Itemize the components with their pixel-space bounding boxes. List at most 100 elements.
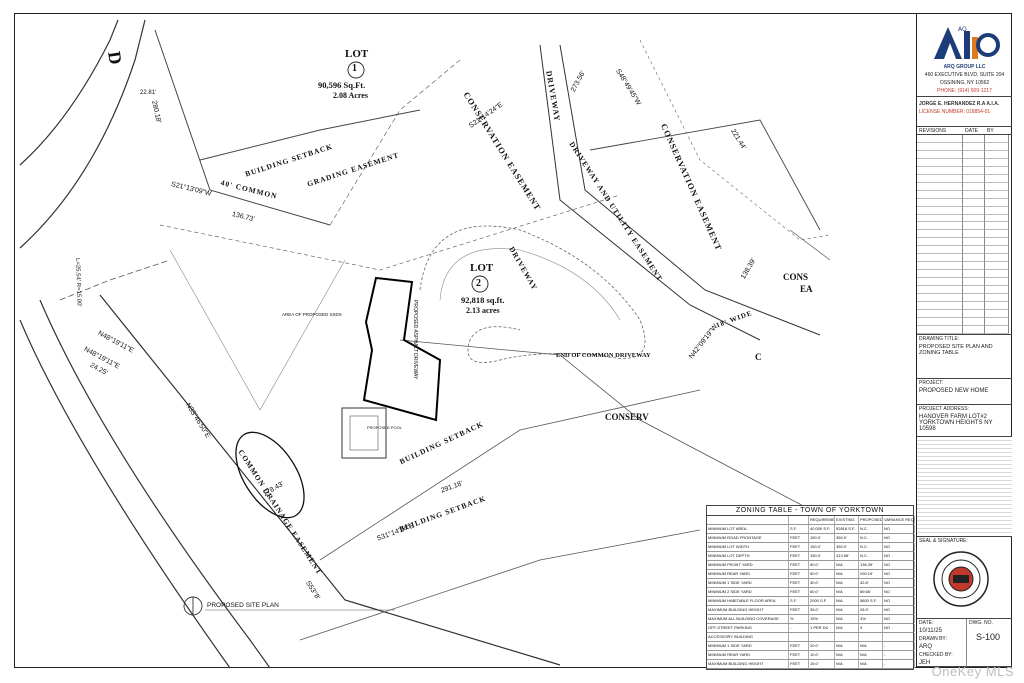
lot1-area-acres: 2.08 Acres — [333, 91, 368, 100]
proposed-pool — [341, 407, 387, 459]
zoning-cell: ACCESSORY BUILDING — [707, 633, 789, 641]
zoning-cell: 92818 S.F. — [835, 525, 859, 533]
revision-cell — [917, 286, 963, 295]
distance-label: 22.81' — [140, 90, 157, 96]
zoning-cell: MINIMUM LOT DEPTH — [707, 552, 789, 560]
zoning-cell: OFF-STREET PARKING — [707, 624, 789, 632]
zoning-cell: 40,000 S.F. — [809, 525, 835, 533]
zoning-cell: N/A — [859, 660, 883, 668]
project-address-box: PROJECT ADDRESS: HANOVER FARM LOT#2 YORK… — [917, 405, 1012, 437]
firm-logo-icon: AQ — [933, 26, 1000, 59]
zoning-cell: FEET — [789, 651, 809, 659]
revision-cell — [917, 206, 963, 215]
lot1-number-circle — [347, 61, 365, 79]
revision-cell — [985, 278, 1009, 287]
revision-cell — [917, 150, 963, 159]
zoning-cell: NO — [883, 561, 915, 569]
zoning-cell: - — [883, 651, 915, 659]
zoning-cell: 150.0' — [809, 534, 835, 542]
revision-cell — [985, 214, 1009, 223]
zoning-cell: N/A — [835, 651, 859, 659]
zoning-cell: 42.8' — [859, 579, 883, 587]
zoning-cell: N/A — [835, 642, 859, 650]
zoning-cell: N/A — [835, 588, 859, 596]
firm-logo-area: AQ ARQ GROUP LLC 460 EXECUTIVE BLVD, SUI… — [917, 13, 1012, 97]
proposed-house-footprint — [362, 276, 442, 422]
zoning-cell: N/A — [835, 561, 859, 569]
revision-cell — [963, 142, 985, 151]
revision-cell — [963, 135, 985, 143]
zoning-cell: 20.0' — [809, 642, 835, 650]
revision-cell — [985, 230, 1009, 239]
zoning-cell: 3 — [859, 624, 883, 632]
watermark: OneKey MLS — [931, 664, 1014, 679]
proposed-site-plan-caption: PROPOSED SITE PLAN — [207, 602, 279, 609]
zoning-cell: MINIMUM ROAD FRONTAGE — [707, 534, 789, 542]
revision-cell — [917, 294, 963, 303]
revision-cell — [917, 142, 963, 151]
zoning-cell: PROPOSED — [860, 516, 883, 524]
zoning-cell: FEET — [789, 606, 809, 614]
lot2-area-sqft: 92,818 sq.ft. — [461, 295, 505, 305]
zoning-cell: N.C. — [859, 534, 883, 542]
cons-fragment-label: CONS — [783, 272, 809, 282]
architect-seal-icon — [933, 551, 989, 607]
revision-cell — [917, 238, 963, 247]
zoning-cell: 50.0' — [809, 570, 835, 578]
drawing-number: S-100 — [975, 632, 1001, 642]
road-edge-line — [19, 319, 231, 669]
zoning-cell: EXISTING — [835, 516, 859, 524]
zoning-cell: 350.0' — [835, 543, 859, 551]
revision-cell — [917, 198, 963, 207]
zoning-cell: MINIMUM 1 SIDE YARD — [707, 579, 789, 587]
revision-cell — [963, 230, 985, 239]
zoning-cell: NO — [883, 588, 915, 596]
project-box: PROJECT: PROPOSED NEW HOME — [917, 379, 1012, 405]
zoning-cell: MINIMUM FRONT YARD — [707, 561, 789, 569]
revision-cell — [963, 222, 985, 231]
zoning-cell — [809, 633, 835, 641]
zoning-cell: S.F. — [789, 597, 809, 605]
setback-line — [159, 194, 621, 271]
revision-cell — [963, 270, 985, 279]
revision-cell — [963, 190, 985, 199]
zoning-cell: N/A — [835, 660, 859, 668]
zoning-cell: FEET — [789, 552, 809, 560]
zoning-cell: 15.0' — [809, 660, 835, 668]
property-line — [199, 109, 421, 161]
conservation-boundary-line — [589, 119, 821, 231]
zoning-table-body: REQUIREMENTSEXISTINGPROPOSEDVARIANCE REQ… — [707, 516, 915, 669]
zoning-row: ACCESSORY BUILDING — [707, 633, 915, 642]
zoning-cell: FEET — [789, 570, 809, 578]
revision-cell — [917, 222, 963, 231]
revision-cell — [963, 238, 985, 247]
ea-fragment-label: EA — [800, 284, 813, 294]
revision-cell — [917, 326, 963, 334]
end-of-common-driveway-label: END OF COMMON DRIVEWAY — [556, 352, 651, 359]
company-address-2: OSSINING, NY 10562 — [939, 80, 990, 86]
tree-line — [639, 39, 831, 241]
lot1-number: 1 — [352, 63, 357, 74]
revision-cell — [963, 310, 985, 319]
proposed-driveway-line — [419, 225, 646, 363]
zoning-cell: - — [883, 642, 915, 650]
revision-cell — [917, 214, 963, 223]
revision-cell — [917, 230, 963, 239]
zoning-cell: FEET — [789, 579, 809, 587]
revision-cell — [963, 262, 985, 271]
revision-cell — [963, 182, 985, 191]
zoning-cell: MINIMUM LOT WIDTH — [707, 543, 789, 551]
driveway-edge-line — [559, 44, 821, 336]
zoning-cell: N/A — [835, 615, 859, 623]
revision-cell — [917, 262, 963, 271]
svg-text:AQ: AQ — [958, 26, 967, 33]
lot2-number: 2 — [476, 278, 481, 289]
lot1-title: LOT — [345, 48, 369, 60]
revision-cell — [917, 270, 963, 279]
lot2-area-acres: 2.13 acres — [466, 306, 500, 315]
zoning-cell: MAXIMUM ALL BUILDING COVERAGE — [707, 615, 789, 623]
